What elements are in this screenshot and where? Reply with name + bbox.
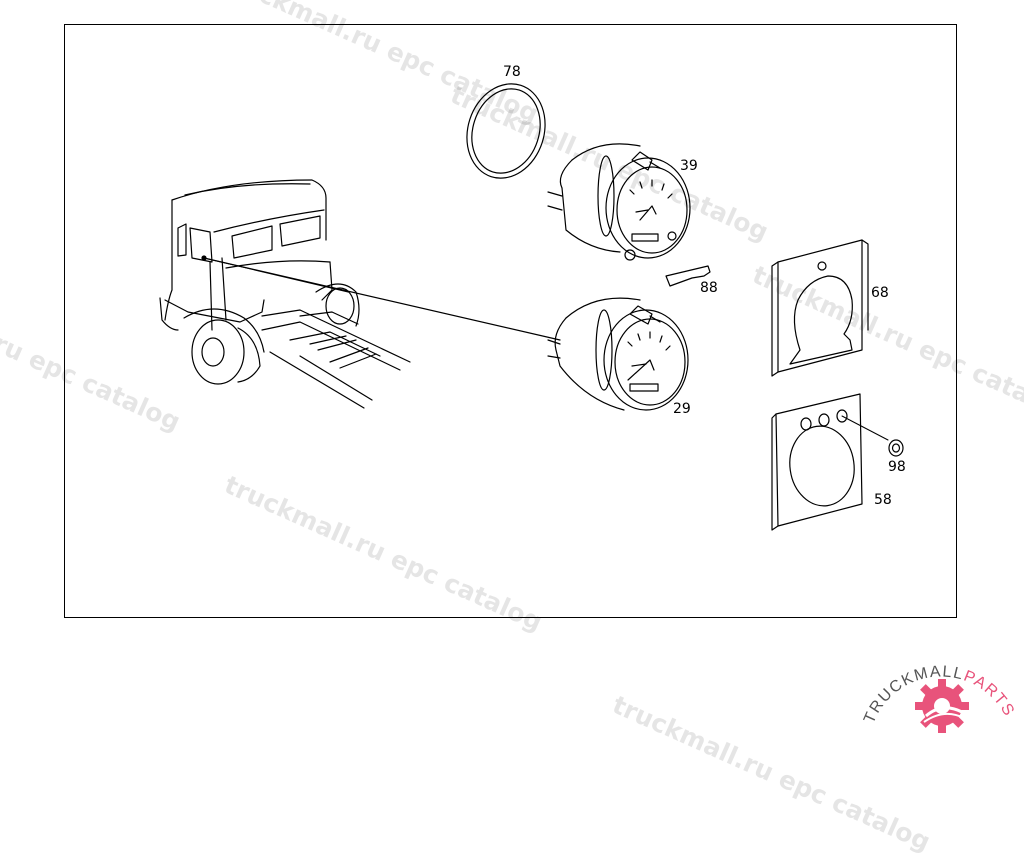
part-68-panel	[771, 239, 869, 377]
callout-39: 39	[680, 158, 698, 174]
part-58-panel	[771, 393, 889, 531]
truckmallparts-logo: TRUCKMALLPARTS	[861, 663, 1018, 726]
svg-text:TRUCKMALLPARTS: TRUCKMALLPARTS	[861, 663, 1018, 726]
part-29-instrument	[547, 297, 689, 411]
callout-78: 78	[503, 64, 521, 80]
part-98-nut	[888, 439, 904, 457]
callout-88: 88	[700, 280, 718, 296]
diagram-frame	[64, 24, 957, 618]
parts-diagram	[159, 83, 969, 733]
truckmallparts-logo-gear	[915, 679, 969, 733]
logo-brand-dark: TRUCKMALL	[861, 663, 966, 726]
callout-58: 58	[874, 492, 892, 508]
part-78-ring	[466, 83, 546, 179]
callout-98: 98	[888, 459, 906, 475]
callout-29: 29	[673, 401, 691, 417]
part-88-plate	[665, 265, 711, 287]
logo-brand-pink: PARTS	[961, 668, 1017, 720]
part-39-instrument	[547, 143, 691, 261]
truck-cab-illustration	[159, 179, 411, 409]
callout-68: 68	[871, 285, 889, 301]
